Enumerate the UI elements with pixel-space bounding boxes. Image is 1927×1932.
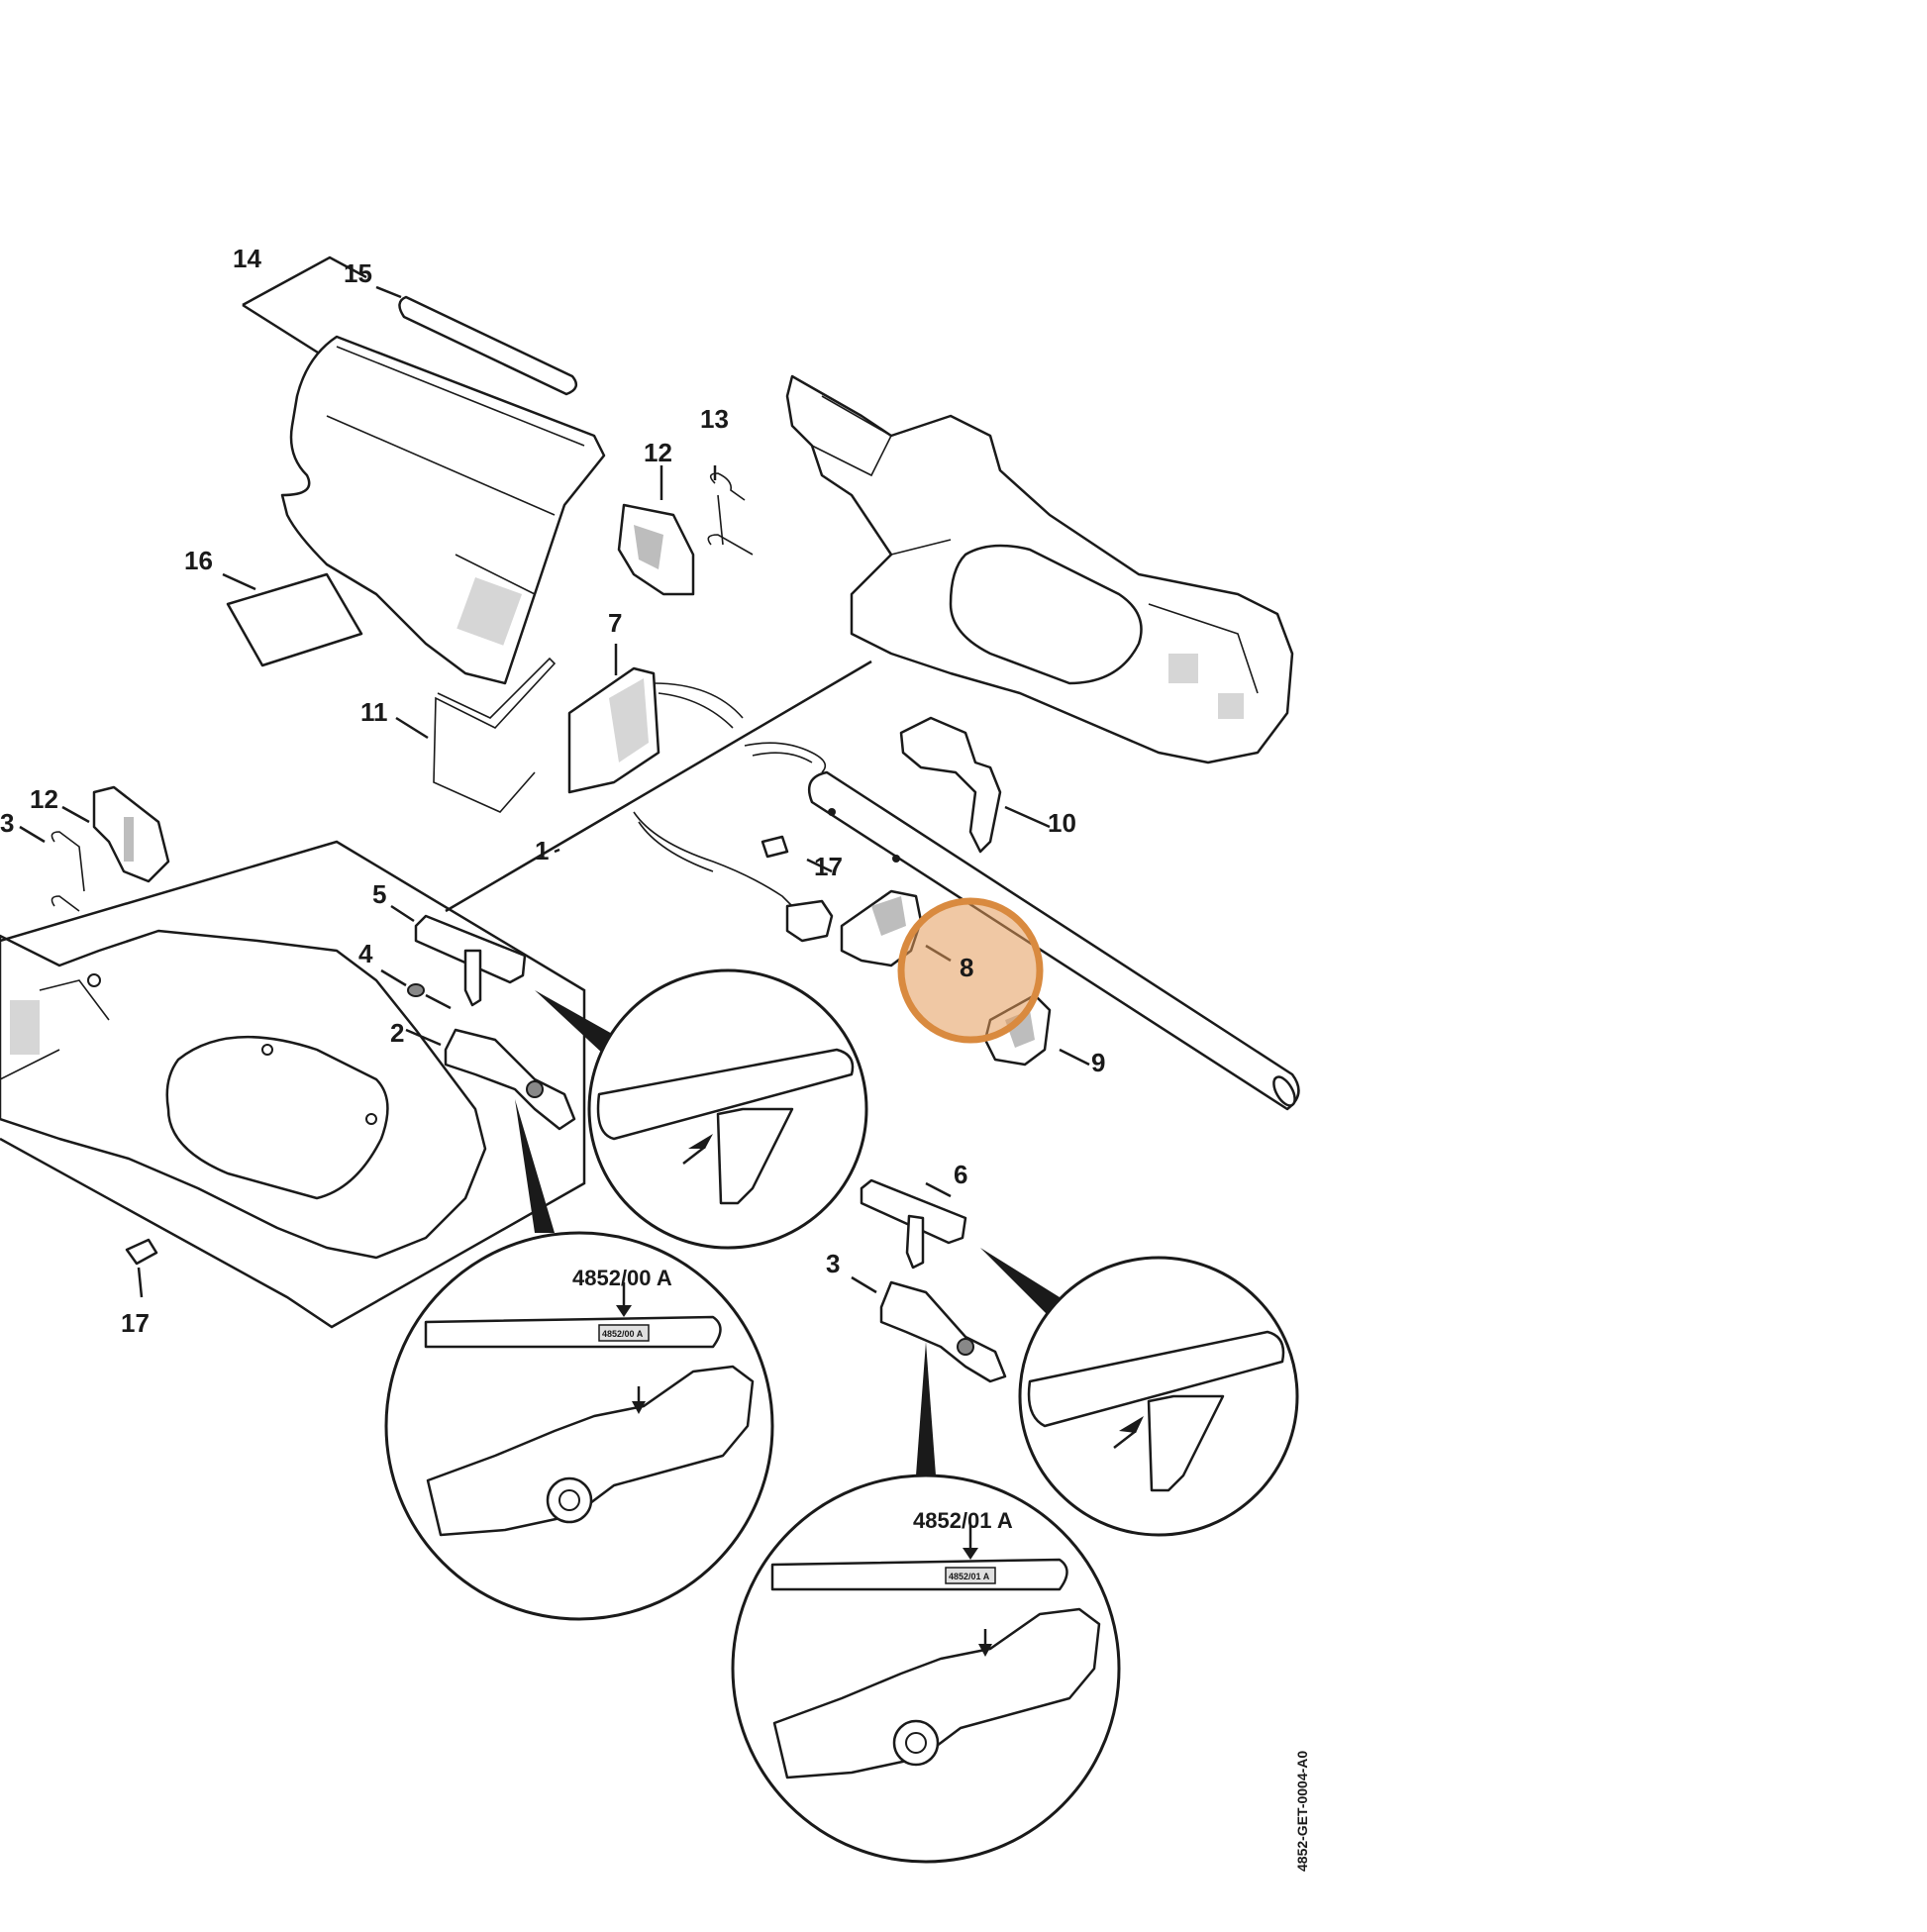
detail-circle-lever-6 — [980, 1248, 1299, 1537]
marking-4852-01-small: 4852/01 A — [949, 1572, 990, 1581]
callout-16: 16 — [184, 546, 213, 575]
callout-12-left: 12 — [30, 784, 58, 814]
detail-circle-lever-5 — [535, 968, 868, 1250]
callout-8: 8 — [960, 953, 973, 982]
switch-assembly-left — [19, 785, 170, 912]
detail-circle-lever-3 — [731, 1342, 1121, 1864]
callout-3-right: 3 — [826, 1249, 840, 1278]
callout-3-left: 3 — [0, 808, 14, 838]
handle-housing — [785, 374, 1294, 764]
marking-4852-00-small: 4852/00 A — [602, 1329, 644, 1339]
callout-labels: 14 15 16 13 12 7 11 12 3 1 5 4 2 17 17 1… — [0, 244, 1105, 1338]
lever-parts-right — [851, 1178, 1007, 1383]
electronics-module — [567, 644, 744, 794]
callout-4: 4 — [358, 939, 373, 968]
screw-17-left — [125, 1238, 158, 1298]
pole-tube — [445, 660, 1300, 1111]
cable-and-screw — [633, 811, 833, 917]
callout-5: 5 — [372, 879, 386, 909]
motor-cover-assembly — [222, 255, 606, 685]
callout-2: 2 — [390, 1018, 404, 1048]
callout-7: 7 — [608, 608, 622, 638]
wire-bracket — [395, 657, 557, 813]
callout-14: 14 — [233, 244, 261, 273]
callout-12: 12 — [644, 438, 672, 467]
callout-17-mid: 17 — [814, 852, 843, 881]
callout-10: 10 — [1048, 808, 1076, 838]
group-frame — [0, 840, 586, 1329]
callout-17-bottom: 17 — [121, 1308, 150, 1338]
marking-4852-00: 4852/00 A — [572, 1266, 672, 1290]
switch-assembly-top — [617, 465, 754, 596]
handle-shell-left — [0, 929, 487, 1260]
trigger-part-10 — [899, 716, 1051, 854]
drawing-number: 4852-GET-0004-A0 — [1294, 1751, 1310, 1872]
detail-circle-lever-2 — [384, 1099, 774, 1621]
callout-6: 6 — [954, 1160, 967, 1189]
callout-13: 13 — [700, 404, 729, 434]
callout-15: 15 — [344, 258, 372, 288]
marking-4852-01: 4852/01 A — [913, 1508, 1013, 1533]
callout-11: 11 — [360, 697, 388, 727]
callout-9: 9 — [1091, 1048, 1105, 1077]
lever-parts-left — [380, 904, 576, 1131]
callout-1: 1 — [535, 836, 549, 865]
highlight-circle — [897, 897, 1044, 1044]
